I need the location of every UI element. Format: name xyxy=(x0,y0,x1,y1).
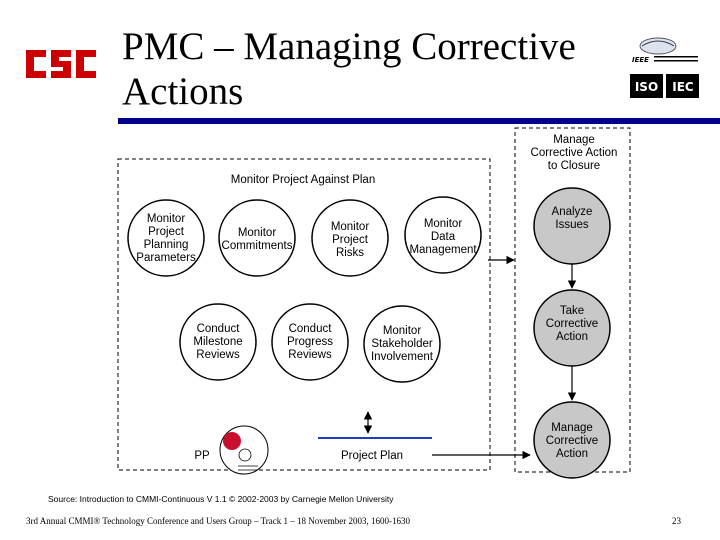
pp-process-icon xyxy=(219,425,269,475)
svg-text:Milestone: Milestone xyxy=(193,336,242,348)
node-conduct-progress-reviews: Conduct Progress Reviews xyxy=(271,303,349,381)
svg-text:Action: Action xyxy=(556,448,588,460)
standards-logos: IEEE ISO IEC xyxy=(630,37,699,98)
svg-text:Project: Project xyxy=(332,234,369,246)
page-number: 23 xyxy=(672,516,681,526)
svg-text:Issues: Issues xyxy=(555,219,588,231)
svg-text:Conduct: Conduct xyxy=(197,323,241,335)
svg-text:Involvement: Involvement xyxy=(371,351,434,363)
node-conduct-milestone-reviews: Conduct Milestone Reviews xyxy=(179,303,257,381)
svg-text:Reviews: Reviews xyxy=(196,349,240,361)
node-monitor-commitments: Monitor Commitments xyxy=(218,199,296,277)
monitor-group-box xyxy=(117,158,491,471)
csc-logo xyxy=(26,50,96,78)
svg-text:Reviews: Reviews xyxy=(288,349,332,361)
svg-text:Corrective: Corrective xyxy=(546,318,598,330)
svg-text:Monitor: Monitor xyxy=(383,325,422,337)
svg-text:Monitor: Monitor xyxy=(238,227,277,239)
iec-logo xyxy=(666,74,699,98)
svg-text:to Closure: to Closure xyxy=(548,160,600,172)
node-monitor-stakeholder-involvement: Monitor Stakeholder Involvement xyxy=(363,305,441,383)
pp-label: PP xyxy=(194,450,210,462)
svg-text:Commitments: Commitments xyxy=(222,240,293,252)
svg-text:Monitor: Monitor xyxy=(424,218,463,230)
svg-text:Conduct: Conduct xyxy=(289,323,333,335)
svg-text:Project: Project xyxy=(148,226,185,238)
svg-text:Monitor: Monitor xyxy=(331,221,370,233)
project-plan-label: Project Plan xyxy=(341,450,403,462)
closure-label: Manage Corrective Action to Closure xyxy=(531,134,618,172)
node-monitor-data-management: Monitor Data Management xyxy=(404,196,482,274)
title-underline xyxy=(118,118,720,124)
svg-text:ISO: ISO xyxy=(635,80,658,94)
page-title: PMC – Managing Corrective Actions xyxy=(122,25,576,113)
group-label: Monitor Project Against Plan xyxy=(231,174,375,186)
source-note: Source: Introduction to CMMI-Continuous … xyxy=(48,494,394,504)
node-take-corrective-action: Take Corrective Action xyxy=(533,289,611,367)
svg-text:Analyze: Analyze xyxy=(552,206,593,218)
svg-text:Data: Data xyxy=(431,231,456,243)
ieee-logo: IEEE xyxy=(632,56,649,64)
iso-logo xyxy=(630,74,663,98)
svg-text:Planning: Planning xyxy=(144,239,189,251)
svg-text:Progress: Progress xyxy=(287,336,333,348)
node-analyze-issues: Analyze Issues xyxy=(533,187,611,265)
node-manage-corrective-action: Manage Corrective Action xyxy=(533,401,611,479)
svg-text:Management: Management xyxy=(409,244,477,256)
svg-text:Corrective: Corrective xyxy=(546,435,598,447)
svg-text:Action: Action xyxy=(556,331,588,343)
svg-text:Take: Take xyxy=(560,305,584,317)
svg-text:Parameters: Parameters xyxy=(136,252,196,264)
svg-text:Manage: Manage xyxy=(553,134,595,146)
svg-text:Monitor: Monitor xyxy=(147,213,186,225)
svg-text:Corrective Action: Corrective Action xyxy=(531,147,618,159)
svg-text:Manage: Manage xyxy=(551,422,593,434)
node-monitor-project-risks: Monitor Project Risks xyxy=(311,199,389,277)
closure-group-box xyxy=(514,127,631,473)
node-monitor-planning-parameters: Monitor Project Planning Parameters xyxy=(127,199,205,277)
svg-text:Risks: Risks xyxy=(336,247,364,259)
footer-text: 3rd Annual CMMI® Technology Conference a… xyxy=(26,516,410,526)
svg-text:Stakeholder: Stakeholder xyxy=(371,338,433,350)
svg-text:IEC: IEC xyxy=(672,80,694,94)
